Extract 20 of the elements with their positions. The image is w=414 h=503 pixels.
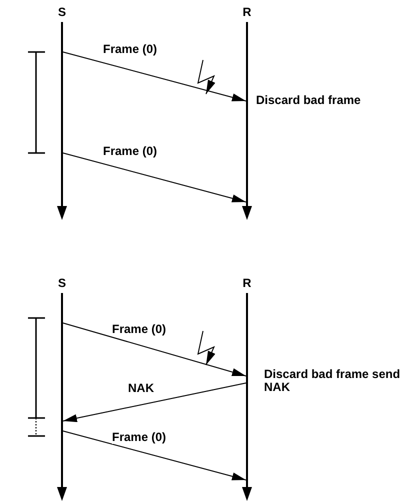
edge-label: Frame (0) [103,144,158,158]
note: Discard bad frame [256,94,362,107]
message-arrow [62,322,246,376]
lifeline [56,276,68,501]
lifeline [241,276,253,501]
edge-label: NAK [128,381,154,395]
lifeline [241,5,253,220]
edge-label: Frame (0) [112,322,166,336]
note: Discard bad frame send NAK [264,368,402,394]
message-arrow [62,430,246,480]
message-arrow [62,152,246,202]
edge-label: Frame (0) [112,430,166,444]
lifeline-label: R [242,5,252,19]
message-arrow [62,52,246,102]
lifeline-label: S [56,5,67,19]
message-arrow [62,382,246,422]
lifeline [56,5,68,220]
lifeline-label: S [56,276,67,290]
lifeline-label: R [242,276,252,290]
edge-label: Frame (0) [103,42,158,56]
